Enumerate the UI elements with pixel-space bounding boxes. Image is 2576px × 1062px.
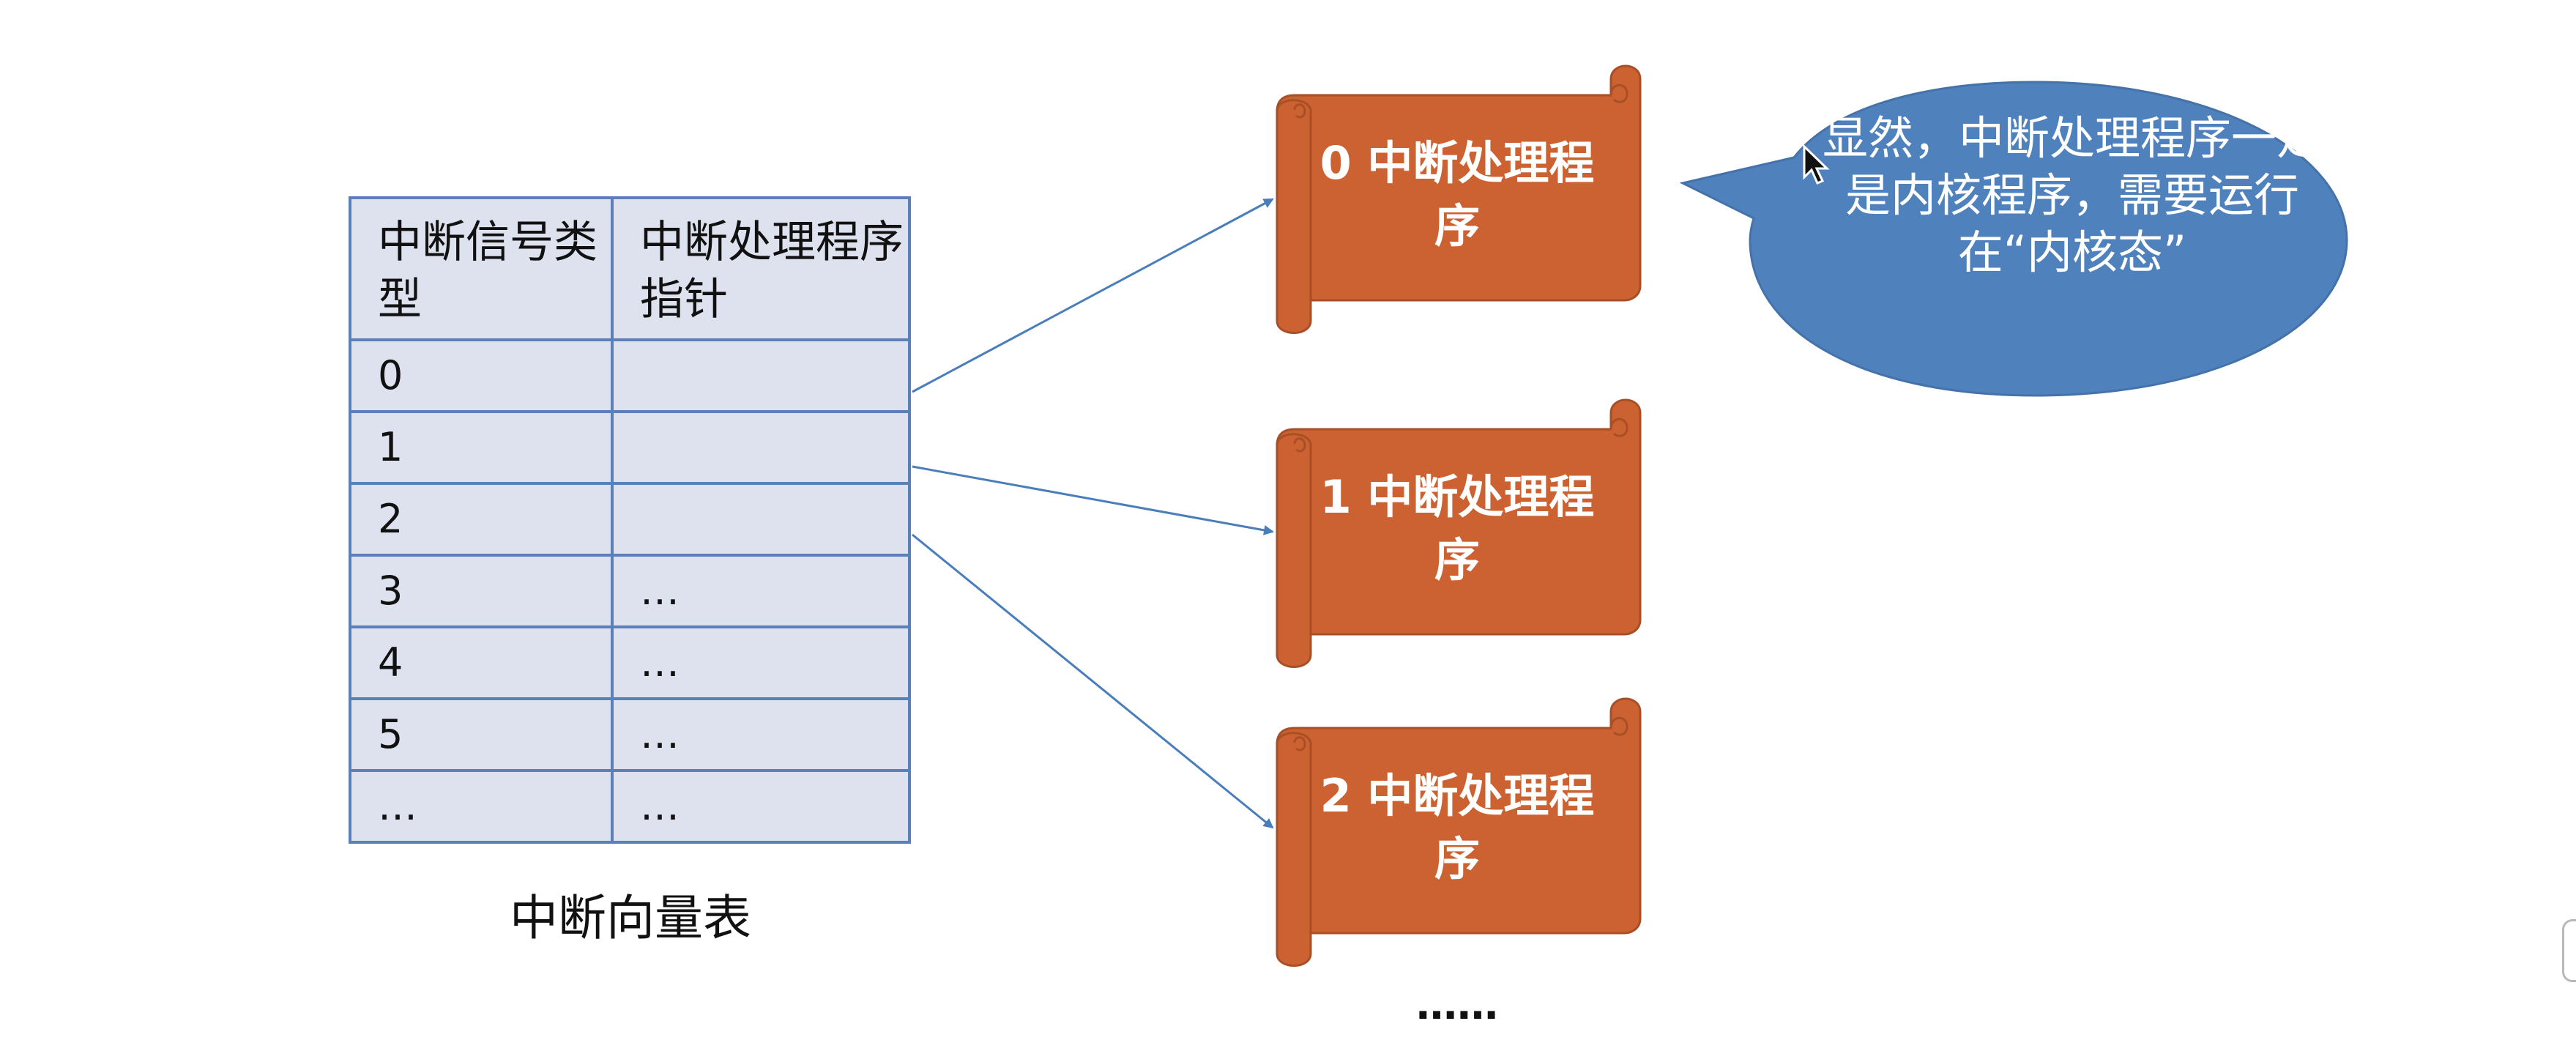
header-signal-type: 中断信号类型 bbox=[349, 196, 614, 341]
signal-type-cell: 2 bbox=[349, 482, 614, 557]
arrow-row-0 bbox=[912, 198, 1274, 393]
handler-pointer-cell: … bbox=[611, 554, 911, 628]
table-row: 5… bbox=[349, 697, 911, 772]
handler-pointer-cell bbox=[611, 338, 911, 413]
handler-pointer-cell: … bbox=[611, 769, 911, 844]
signal-type-cell: 5 bbox=[349, 697, 614, 772]
handler-pointer-cell: … bbox=[611, 697, 911, 772]
signal-type-cell: 1 bbox=[349, 410, 614, 485]
arrow-row-2 bbox=[912, 533, 1274, 829]
table-row: 3… bbox=[349, 554, 911, 628]
handler-pointer-cell bbox=[611, 482, 911, 557]
signal-type-cell: 4 bbox=[349, 625, 614, 700]
table-row: 1 bbox=[349, 410, 911, 485]
side-panel-handle[interactable] bbox=[2562, 919, 2576, 982]
handler-label-1: 1 中断处理程序 bbox=[1319, 470, 1595, 587]
mouse-pointer-icon bbox=[1803, 145, 1830, 185]
handler-pointer-cell: … bbox=[611, 625, 911, 700]
signal-type-cell: 0 bbox=[349, 338, 614, 413]
handler-scroll-0 bbox=[1276, 64, 1642, 334]
handler-label-2: 2 中断处理程序 bbox=[1319, 769, 1595, 885]
callout-bubble bbox=[1679, 81, 2348, 397]
handler-label-0: 0 中断处理程序 bbox=[1319, 136, 1595, 253]
signal-type-cell: 3 bbox=[349, 554, 614, 628]
header-handler-pointer: 中断处理程序指针 bbox=[611, 196, 911, 341]
table-header-row: 中断信号类型 中断处理程序指针 bbox=[349, 196, 911, 341]
table-row: 2 bbox=[349, 482, 911, 557]
table-row: 4… bbox=[349, 625, 911, 700]
arrow-row-1 bbox=[912, 465, 1274, 535]
handler-pointer-cell bbox=[611, 410, 911, 485]
more-handlers-ellipsis: …… bbox=[1416, 981, 1498, 1029]
table-row: 0 bbox=[349, 338, 911, 413]
table-caption: 中断向量表 bbox=[510, 890, 751, 946]
handler-scroll-2 bbox=[1276, 697, 1642, 967]
table-row: …… bbox=[349, 769, 911, 844]
handler-scroll-1 bbox=[1276, 398, 1642, 668]
signal-type-cell: … bbox=[349, 769, 614, 844]
callout-text: 显然，中断处理程序一定是内核程序，需要运行在“内核态” bbox=[1822, 111, 2322, 279]
